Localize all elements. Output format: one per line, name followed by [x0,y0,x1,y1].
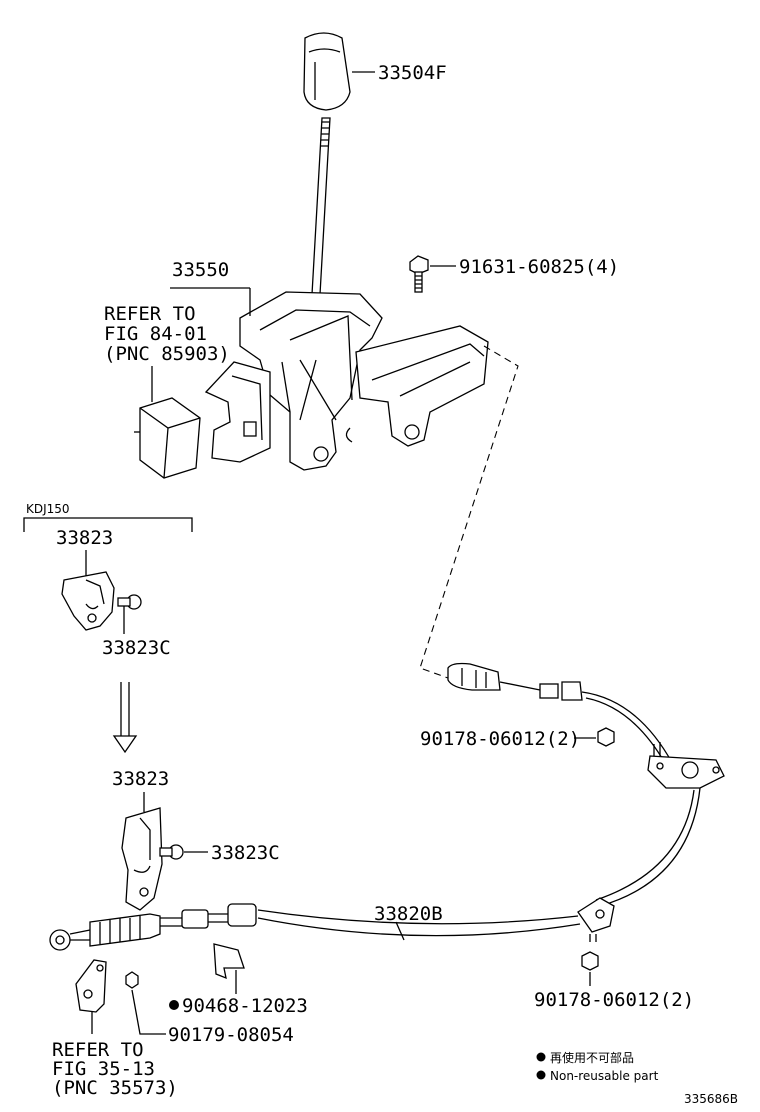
label-cable: 33820B [374,903,443,925]
label-bracket-bolt-top: 33823C [102,637,171,659]
label-refer-bottom-1: REFER TO [52,1039,144,1061]
shift-lever-housing [204,291,489,471]
bracket-top [61,571,115,631]
label-nut-right: 90178-06012(2) [420,728,580,750]
label-knob: 33504F [378,62,447,84]
legend-en: Non-reusable part [550,1069,659,1083]
label-bracket-bolt-bottom: 33823C [211,842,280,864]
bolt-top [409,255,429,293]
bracket-refer-bottom [75,959,107,1013]
legend-bullet-en-icon [536,1070,546,1080]
shift-cable [49,662,725,951]
label-refer-bottom-3: (PNC 35573) [52,1077,178,1099]
bracket-bolt-top [117,594,142,610]
label-bolt-top: 91631-60825(4) [459,256,619,278]
shift-rod [310,117,331,313]
bracket-bottom [121,807,163,911]
label-refer-top-3: (PNC 85903) [104,343,230,365]
label-bracket-bottom: 33823 [112,768,169,790]
shift-knob [303,32,351,111]
label-refer-bottom-2: FIG 35-13 [52,1058,155,1080]
label-nut-small: 90179-08054 [168,1024,294,1046]
label-refer-top-1: REFER TO [104,303,196,325]
nut-lower-right [581,951,599,971]
legend-bullet-cn-icon [536,1052,546,1062]
label-refer-top-2: FIG 84-01 [104,323,207,345]
label-variant: KDJ150 [26,502,70,516]
clip [213,943,245,980]
label-clip: 90468-12023 [182,995,308,1017]
label-bracket-top: 33823 [56,527,113,549]
bracket-bolt-bottom [159,844,184,860]
nut-small [125,971,139,989]
figure-id: 335686B [684,1092,738,1106]
arrow-down-icon [112,682,138,754]
nut-right-upper [597,727,615,747]
legend-cn: 再使用不可部品 [550,1050,634,1065]
control-box [134,397,201,479]
non-reusable-marker-icon [169,1000,179,1010]
label-shift-lever-assy: 33550 [172,259,229,281]
label-nut-lower-right: 90178-06012(2) [534,989,694,1011]
